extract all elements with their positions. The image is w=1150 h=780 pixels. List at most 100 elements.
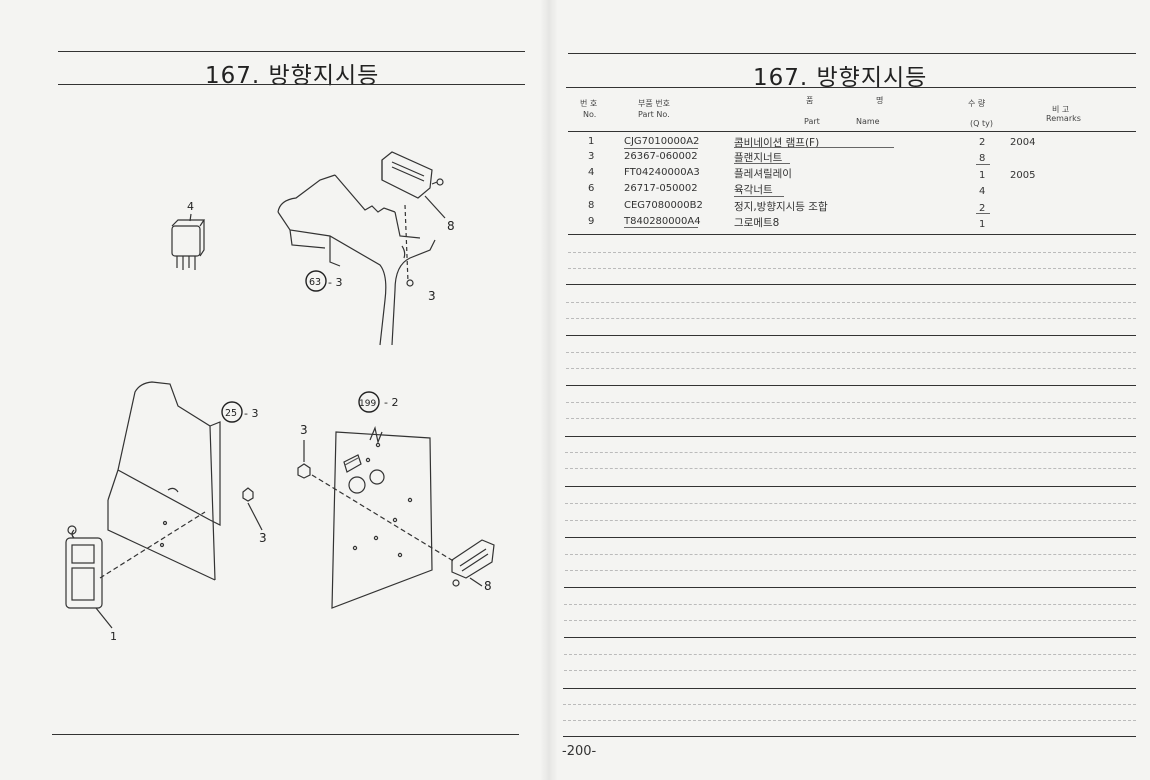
flange-nut-part [406, 279, 414, 287]
callout-3-mid: 3 [259, 531, 267, 545]
table-rule [565, 436, 1136, 437]
dotted-rule [564, 620, 1136, 621]
row-part-no: 26717-050002 [624, 183, 698, 194]
dotted-rule [568, 268, 1136, 269]
table-rule [566, 284, 1136, 285]
row-underline [734, 196, 784, 197]
dotted-rule [566, 352, 1136, 353]
header-no-ko: 번 호 [580, 99, 598, 108]
row-underline [976, 213, 990, 214]
combination-lamp-part [65, 525, 113, 629]
callout-63-qty: - 3 [328, 276, 342, 289]
ref-circle-25 [221, 401, 243, 423]
callout-199: 199 [359, 399, 376, 409]
row-no: 9 [588, 216, 595, 227]
fender-panel-part [277, 174, 436, 346]
header-remarks-ko: 비 고 [1052, 105, 1070, 114]
row-remarks: 2005 [1010, 170, 1036, 181]
dotted-rule [565, 554, 1136, 555]
right-title-rule-bottom [566, 87, 1136, 88]
right-page-parts-list: 167. 방향지시등 번 호 No. 부품 번호 Part No. 품 명 Pa… [548, 0, 1150, 780]
header-remarks-en: Remarks [1046, 114, 1081, 123]
callout-63: 63 [309, 277, 321, 288]
right-page-title: 167. 방향지시등 [753, 65, 928, 91]
dotted-rule [568, 252, 1136, 253]
callout-8-top: 8 [447, 219, 455, 233]
dotted-rule [565, 468, 1136, 469]
row-part-no: T840280000A4 [624, 216, 701, 227]
page-gutter [540, 0, 558, 780]
flasher-relay-part [171, 213, 206, 270]
table-rule [564, 637, 1136, 638]
table-rule [564, 587, 1136, 588]
table-rule [566, 335, 1136, 336]
rear-panel-part [331, 425, 433, 609]
callout-1: 1 [110, 630, 117, 643]
row-qty: 8 [979, 153, 986, 164]
title-rule-bottom [58, 84, 525, 85]
row-qty: 1 [979, 219, 986, 230]
dotted-rule [564, 654, 1136, 655]
header-name-ko-1: 품 [806, 96, 814, 105]
row-part-no: 26367-060002 [624, 151, 698, 162]
ref-circle-63 [305, 270, 327, 292]
callout-199-qty: - 2 [384, 396, 398, 409]
callout-8-bottom: 8 [484, 579, 492, 593]
row-underline [624, 227, 698, 228]
header-name-ko-2: 명 [876, 96, 884, 105]
dotted-rule [564, 604, 1136, 605]
dotted-rule [566, 418, 1136, 419]
table-rule [568, 234, 1136, 235]
row-qty: 2 [979, 203, 986, 214]
callout-4: 4 [187, 200, 194, 213]
table-rule [565, 486, 1136, 487]
stop-turn-lamp-bottom-part [451, 539, 495, 587]
header-name-en-2: Name [856, 117, 880, 126]
row-name: 그로메트8 [734, 217, 780, 229]
callout-25-qty: - 3 [244, 407, 258, 420]
ref-circle-199 [358, 391, 380, 413]
header-name-en-1: Part [804, 117, 820, 126]
row-no: 1 [588, 136, 595, 147]
header-part-no-en: Part No. [638, 110, 670, 119]
dotted-rule [566, 402, 1136, 403]
flange-nut-part-2 [297, 440, 311, 479]
dotted-rule [566, 368, 1136, 369]
row-part-no: FT04240000A3 [624, 167, 700, 178]
table-rule [563, 688, 1136, 689]
dotted-rule [563, 720, 1136, 721]
header-qty-ko: 수 량 [968, 99, 986, 108]
row-qty: 4 [979, 186, 986, 197]
row-no: 3 [588, 151, 595, 162]
side-cover-panel-part [107, 381, 221, 581]
dotted-rule [565, 452, 1136, 453]
row-qty: 1 [979, 170, 986, 181]
table-rule [565, 537, 1136, 538]
page-number: -200- [562, 744, 597, 759]
row-name: 플랜지너트 [734, 152, 783, 164]
dotted-rule [566, 318, 1136, 319]
left-page-diagram: 167. 방향지시등 [0, 0, 548, 780]
hex-nut-part [242, 487, 263, 531]
row-name: 콤비네이션 램프(F) [734, 137, 820, 149]
row-part-no: CJG7010000A2 [624, 136, 700, 147]
row-name: 육각너트 [734, 184, 773, 196]
dotted-rule [565, 520, 1136, 521]
row-part-no: CEG7080000B2 [624, 200, 703, 211]
right-title-rule-top [568, 53, 1136, 54]
table-rule [563, 736, 1136, 737]
stop-turn-lamp-top-part [381, 151, 446, 219]
dotted-rule [564, 670, 1136, 671]
row-underline [976, 164, 990, 165]
dotted-rule [565, 503, 1136, 504]
row-name: 정지,방향지시등 조합 [734, 201, 828, 213]
row-no: 8 [588, 200, 595, 211]
row-underline [734, 163, 790, 164]
header-qty-en: (Q ty) [970, 119, 993, 128]
callout-3-right: 3 [300, 423, 308, 437]
row-no: 6 [588, 183, 595, 194]
row-no: 4 [588, 167, 595, 178]
table-rule [566, 385, 1136, 386]
row-remarks: 2004 [1010, 137, 1036, 148]
dotted-rule [566, 302, 1136, 303]
